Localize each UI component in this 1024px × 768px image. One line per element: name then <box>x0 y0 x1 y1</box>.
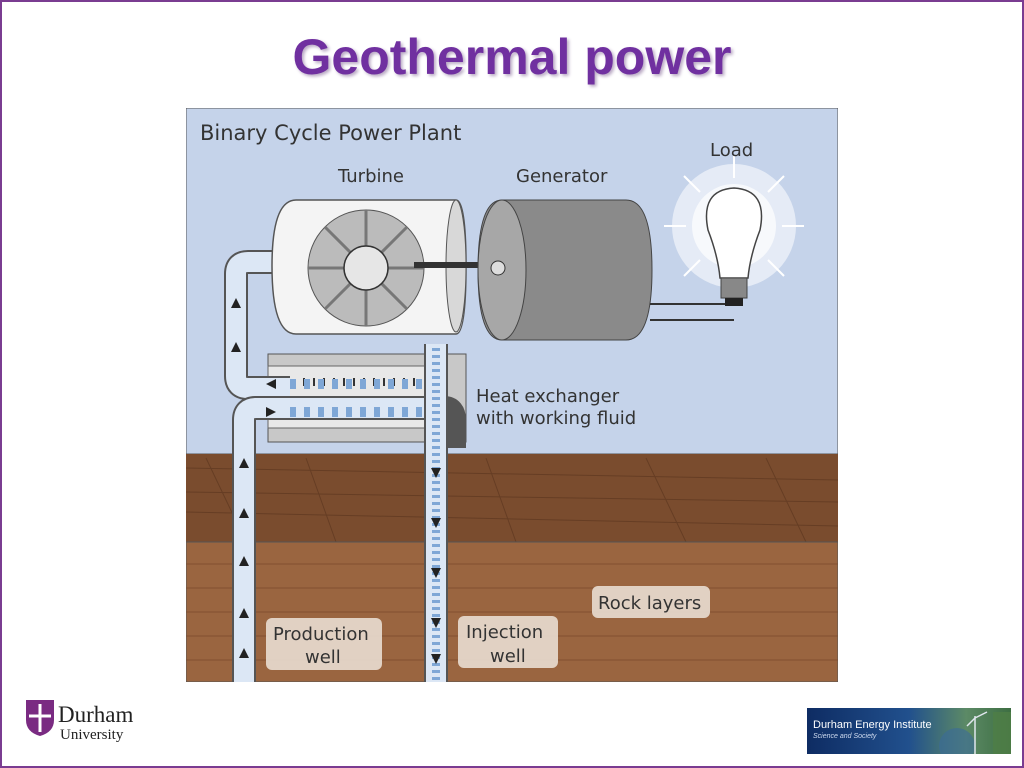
durham-crest-icon <box>26 700 54 736</box>
generator-hub <box>490 260 506 276</box>
turbine-label: Turbine <box>337 166 404 187</box>
production-well-label-2: well <box>305 647 341 668</box>
dei-sub: Science and Society <box>813 733 877 740</box>
turbine-shaft <box>414 262 498 268</box>
topsoil-layer <box>186 454 838 542</box>
rock-layers-plate <box>592 586 710 618</box>
diagram-svg: Binary Cycle Power Plant Turbine Generat… <box>186 108 838 682</box>
durham-energy-institute-logo: Durham Energy Institute Science and Soci… <box>807 708 1011 754</box>
rock-layers-label: Rock layers <box>598 593 701 614</box>
durham-sub: University <box>60 727 124 743</box>
dei-banner-graphic <box>939 711 1011 754</box>
load-label: Load <box>710 140 753 161</box>
diagram-title: Binary Cycle Power Plant <box>200 121 461 145</box>
topsoil-texture <box>186 457 838 543</box>
injection-well-label-1: Injection <box>466 622 543 643</box>
light-bulb-icon <box>664 156 804 306</box>
durham-university-logo: Durham University <box>24 694 164 750</box>
heat-exchanger-label-1: Heat exchanger <box>476 386 620 407</box>
injection-well-plate <box>458 616 558 668</box>
durham-word: Durham <box>58 702 134 727</box>
turbine-rotor <box>307 209 425 327</box>
production-well-plate <box>266 618 382 670</box>
flow-arrows <box>231 298 441 664</box>
injection-well-label-2: well <box>490 646 526 667</box>
slide-title: Geothermal power <box>292 29 732 85</box>
binary-cycle-diagram: Binary Cycle Power Plant Turbine Generat… <box>186 108 838 682</box>
production-pipe <box>234 398 444 682</box>
production-well-label-1: Production <box>273 624 369 645</box>
generator-label: Generator <box>516 166 608 187</box>
working-fluid-pipe <box>226 252 296 398</box>
dei-title: Durham Energy Institute <box>813 719 932 731</box>
heat-exchanger-label-2: with working fluid <box>476 408 636 429</box>
